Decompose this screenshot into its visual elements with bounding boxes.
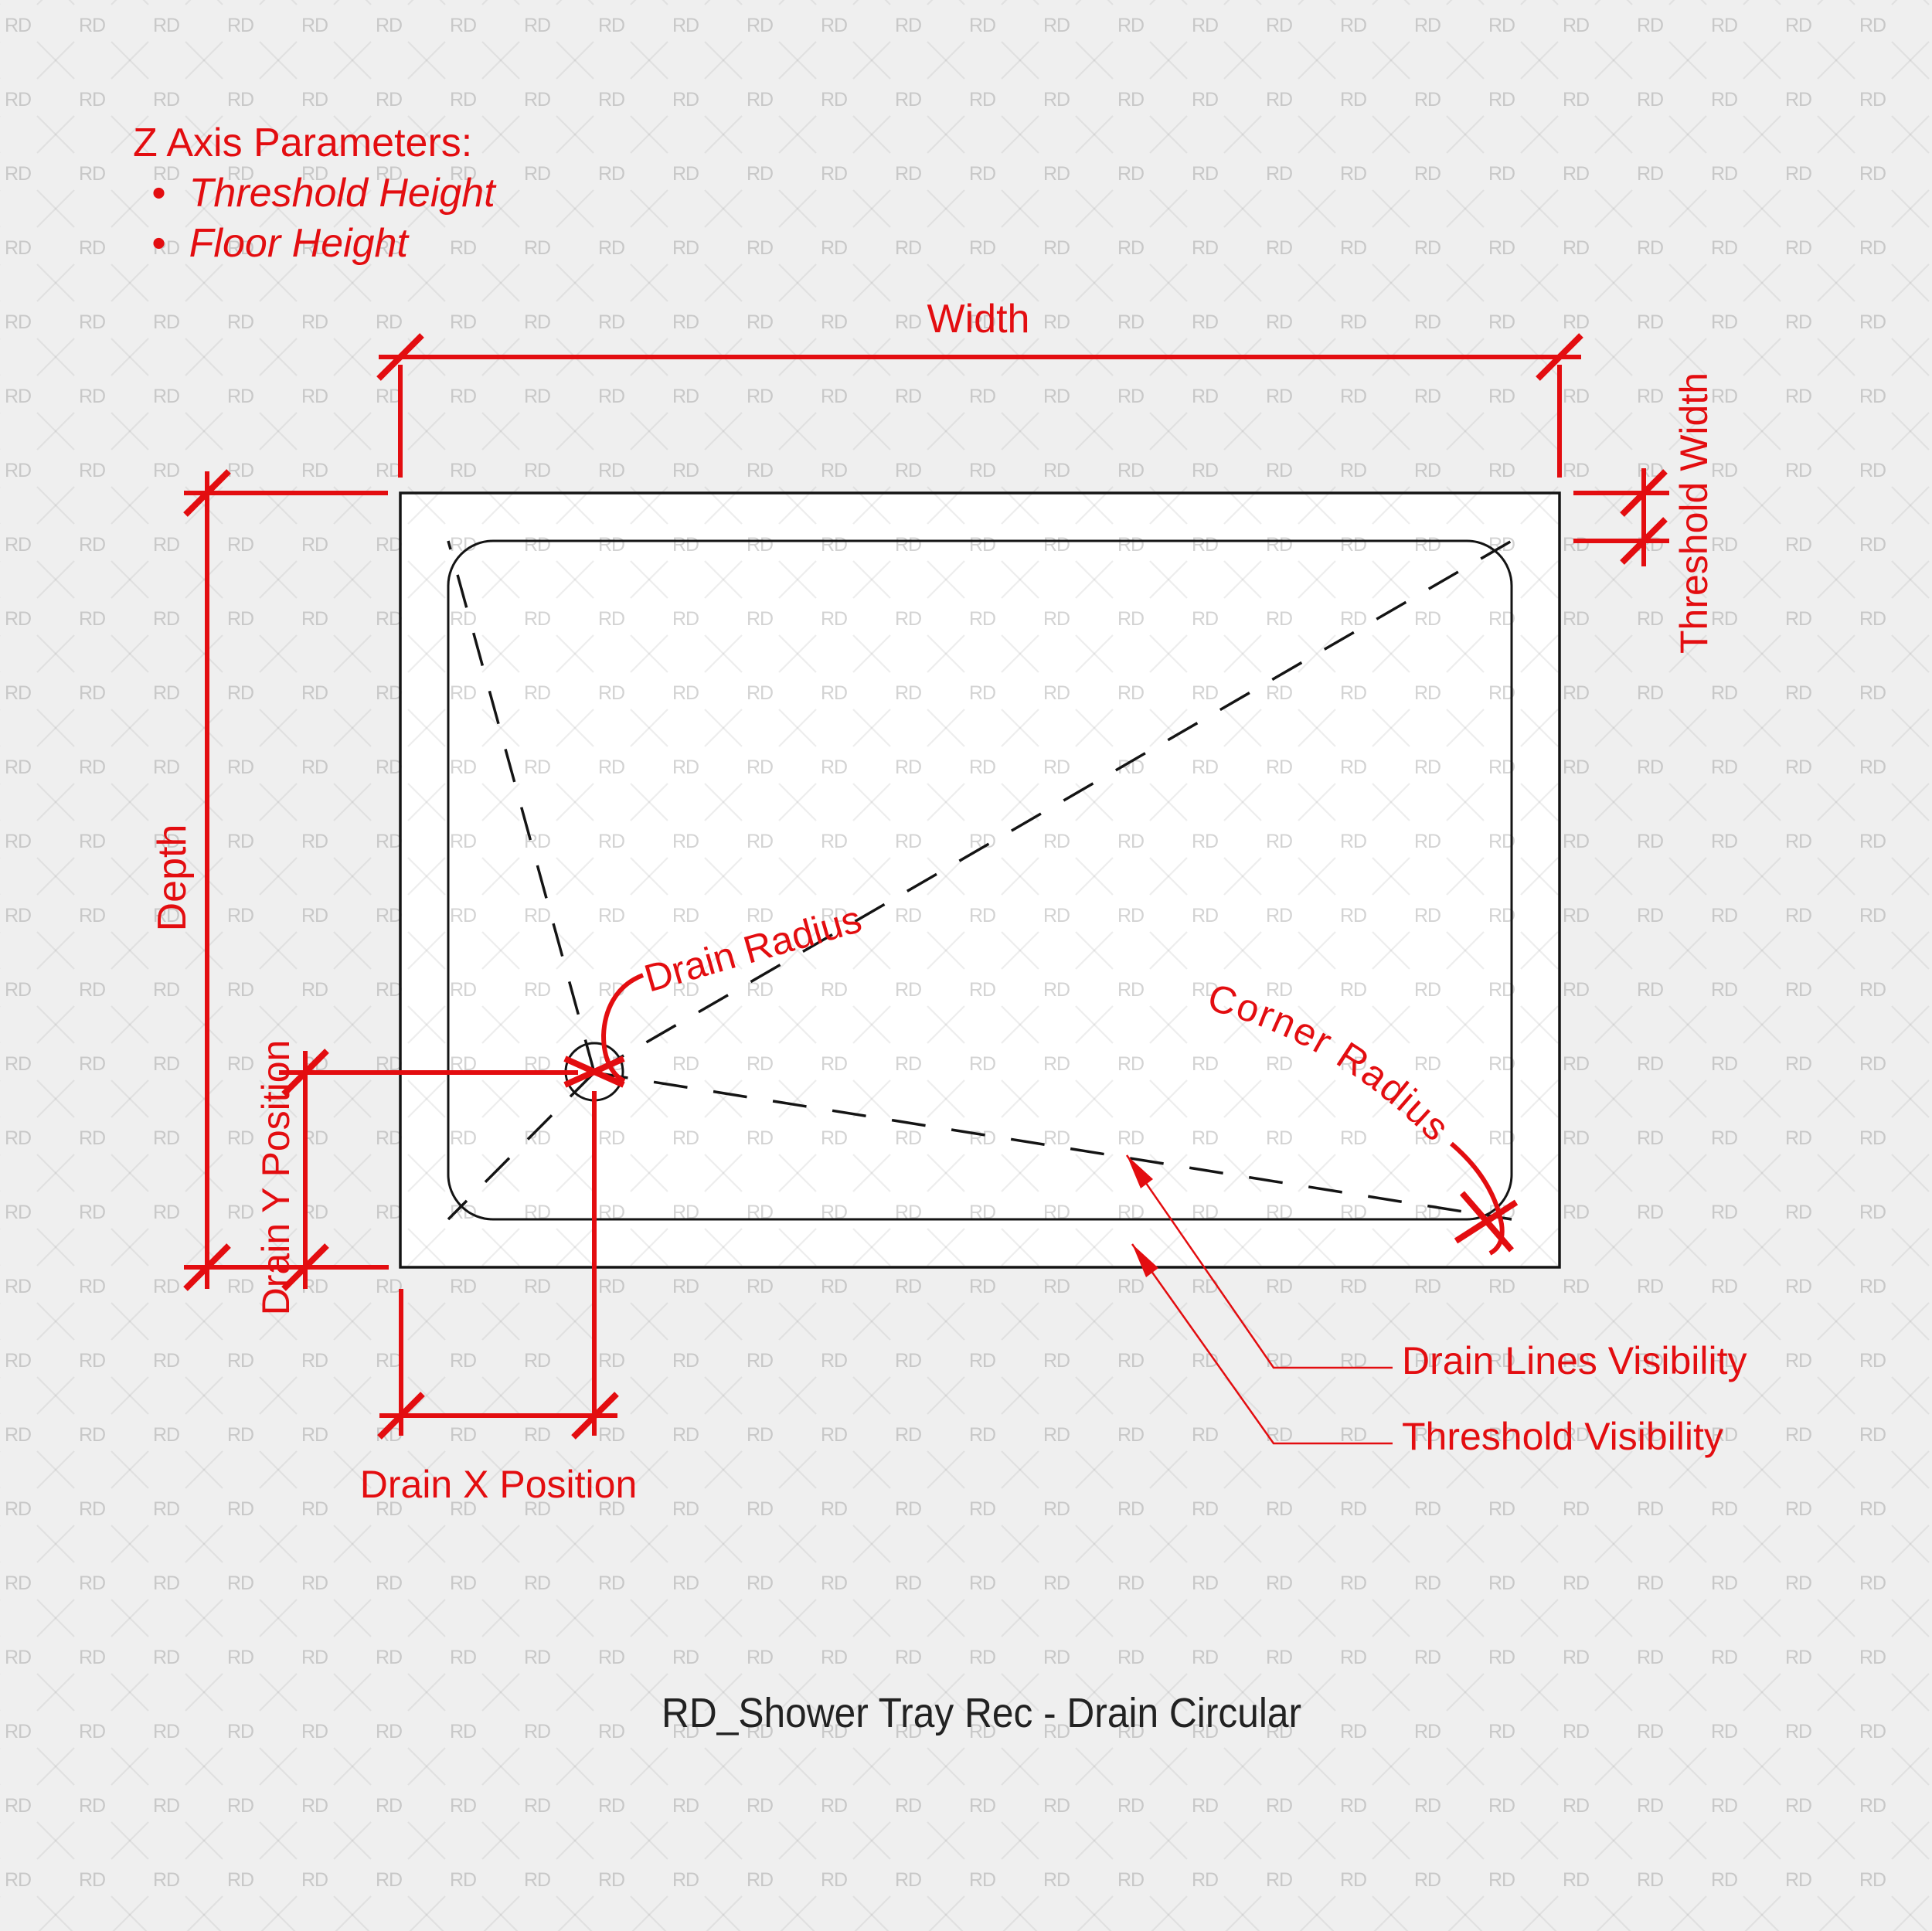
- width-tick-left: [376, 333, 424, 381]
- drain-y-position-label: Drain Y Position: [254, 1040, 298, 1316]
- z-axis-note-item-floor-height: • Floor Height: [151, 221, 410, 266]
- tray-inner-rect: [447, 539, 1513, 1221]
- z-axis-note-item-text: Threshold Height: [189, 171, 498, 216]
- threshold-width-tick-top: [1620, 469, 1668, 517]
- drain-x-position-dimension: Drain X Position: [360, 1091, 638, 1506]
- threshold-width-tick-bottom: [1620, 517, 1668, 565]
- threshold-visibility-arrow: [1132, 1244, 1158, 1277]
- width-label: Width: [927, 297, 1030, 342]
- depth-dimension: Depth: [150, 469, 389, 1291]
- threshold-visibility-leader: [1131, 1243, 1393, 1445]
- z-axis-note-item-threshold-height: • Threshold Height: [151, 171, 497, 216]
- width-tick-right: [1536, 333, 1583, 381]
- drain-x-position-label: Drain X Position: [360, 1463, 638, 1506]
- threshold-width-label: Threshold Width: [1672, 372, 1716, 654]
- z-axis-note-heading: Z Axis Parameters:: [133, 121, 472, 165]
- corner-radius-leader: [1450, 1141, 1505, 1256]
- drain-lines-dashed: [447, 539, 1512, 1221]
- drain-lines-visibility-label: Drain Lines Visibility: [1402, 1339, 1747, 1382]
- drain-line-top-left: [447, 540, 596, 1073]
- tray-outer-rect-threshold: [399, 491, 1561, 1269]
- z-axis-note-item-text: Floor Height: [189, 221, 410, 266]
- drain-radius-leader: [600, 973, 645, 1083]
- diagram-title: RD_Shower Tray Rec - Drain Circular: [662, 1689, 1301, 1736]
- visibility-callouts: Drain Lines Visibility Threshold Visibil…: [1125, 1154, 1747, 1458]
- depth-label: Depth: [150, 824, 195, 932]
- drain-center-mark-2: [563, 1056, 625, 1088]
- bullet-icon: •: [151, 221, 165, 266]
- drain-y-tick-bottom: [281, 1243, 329, 1291]
- corner-radius-mark-2: [1454, 1199, 1519, 1244]
- threshold-width-dimension: Threshold Width: [1573, 372, 1716, 654]
- threshold-visibility-label: Threshold Visibility: [1402, 1415, 1723, 1458]
- z-axis-note: Z Axis Parameters: • Threshold Height • …: [133, 121, 497, 266]
- drain-lines-visibility-leader: [1125, 1154, 1393, 1369]
- drain-y-position-dimension: Drain Y Position: [254, 1040, 578, 1316]
- bullet-icon: •: [151, 171, 165, 216]
- drain-lines-visibility-arrow: [1127, 1155, 1153, 1188]
- width-dimension: Width: [376, 297, 1583, 478]
